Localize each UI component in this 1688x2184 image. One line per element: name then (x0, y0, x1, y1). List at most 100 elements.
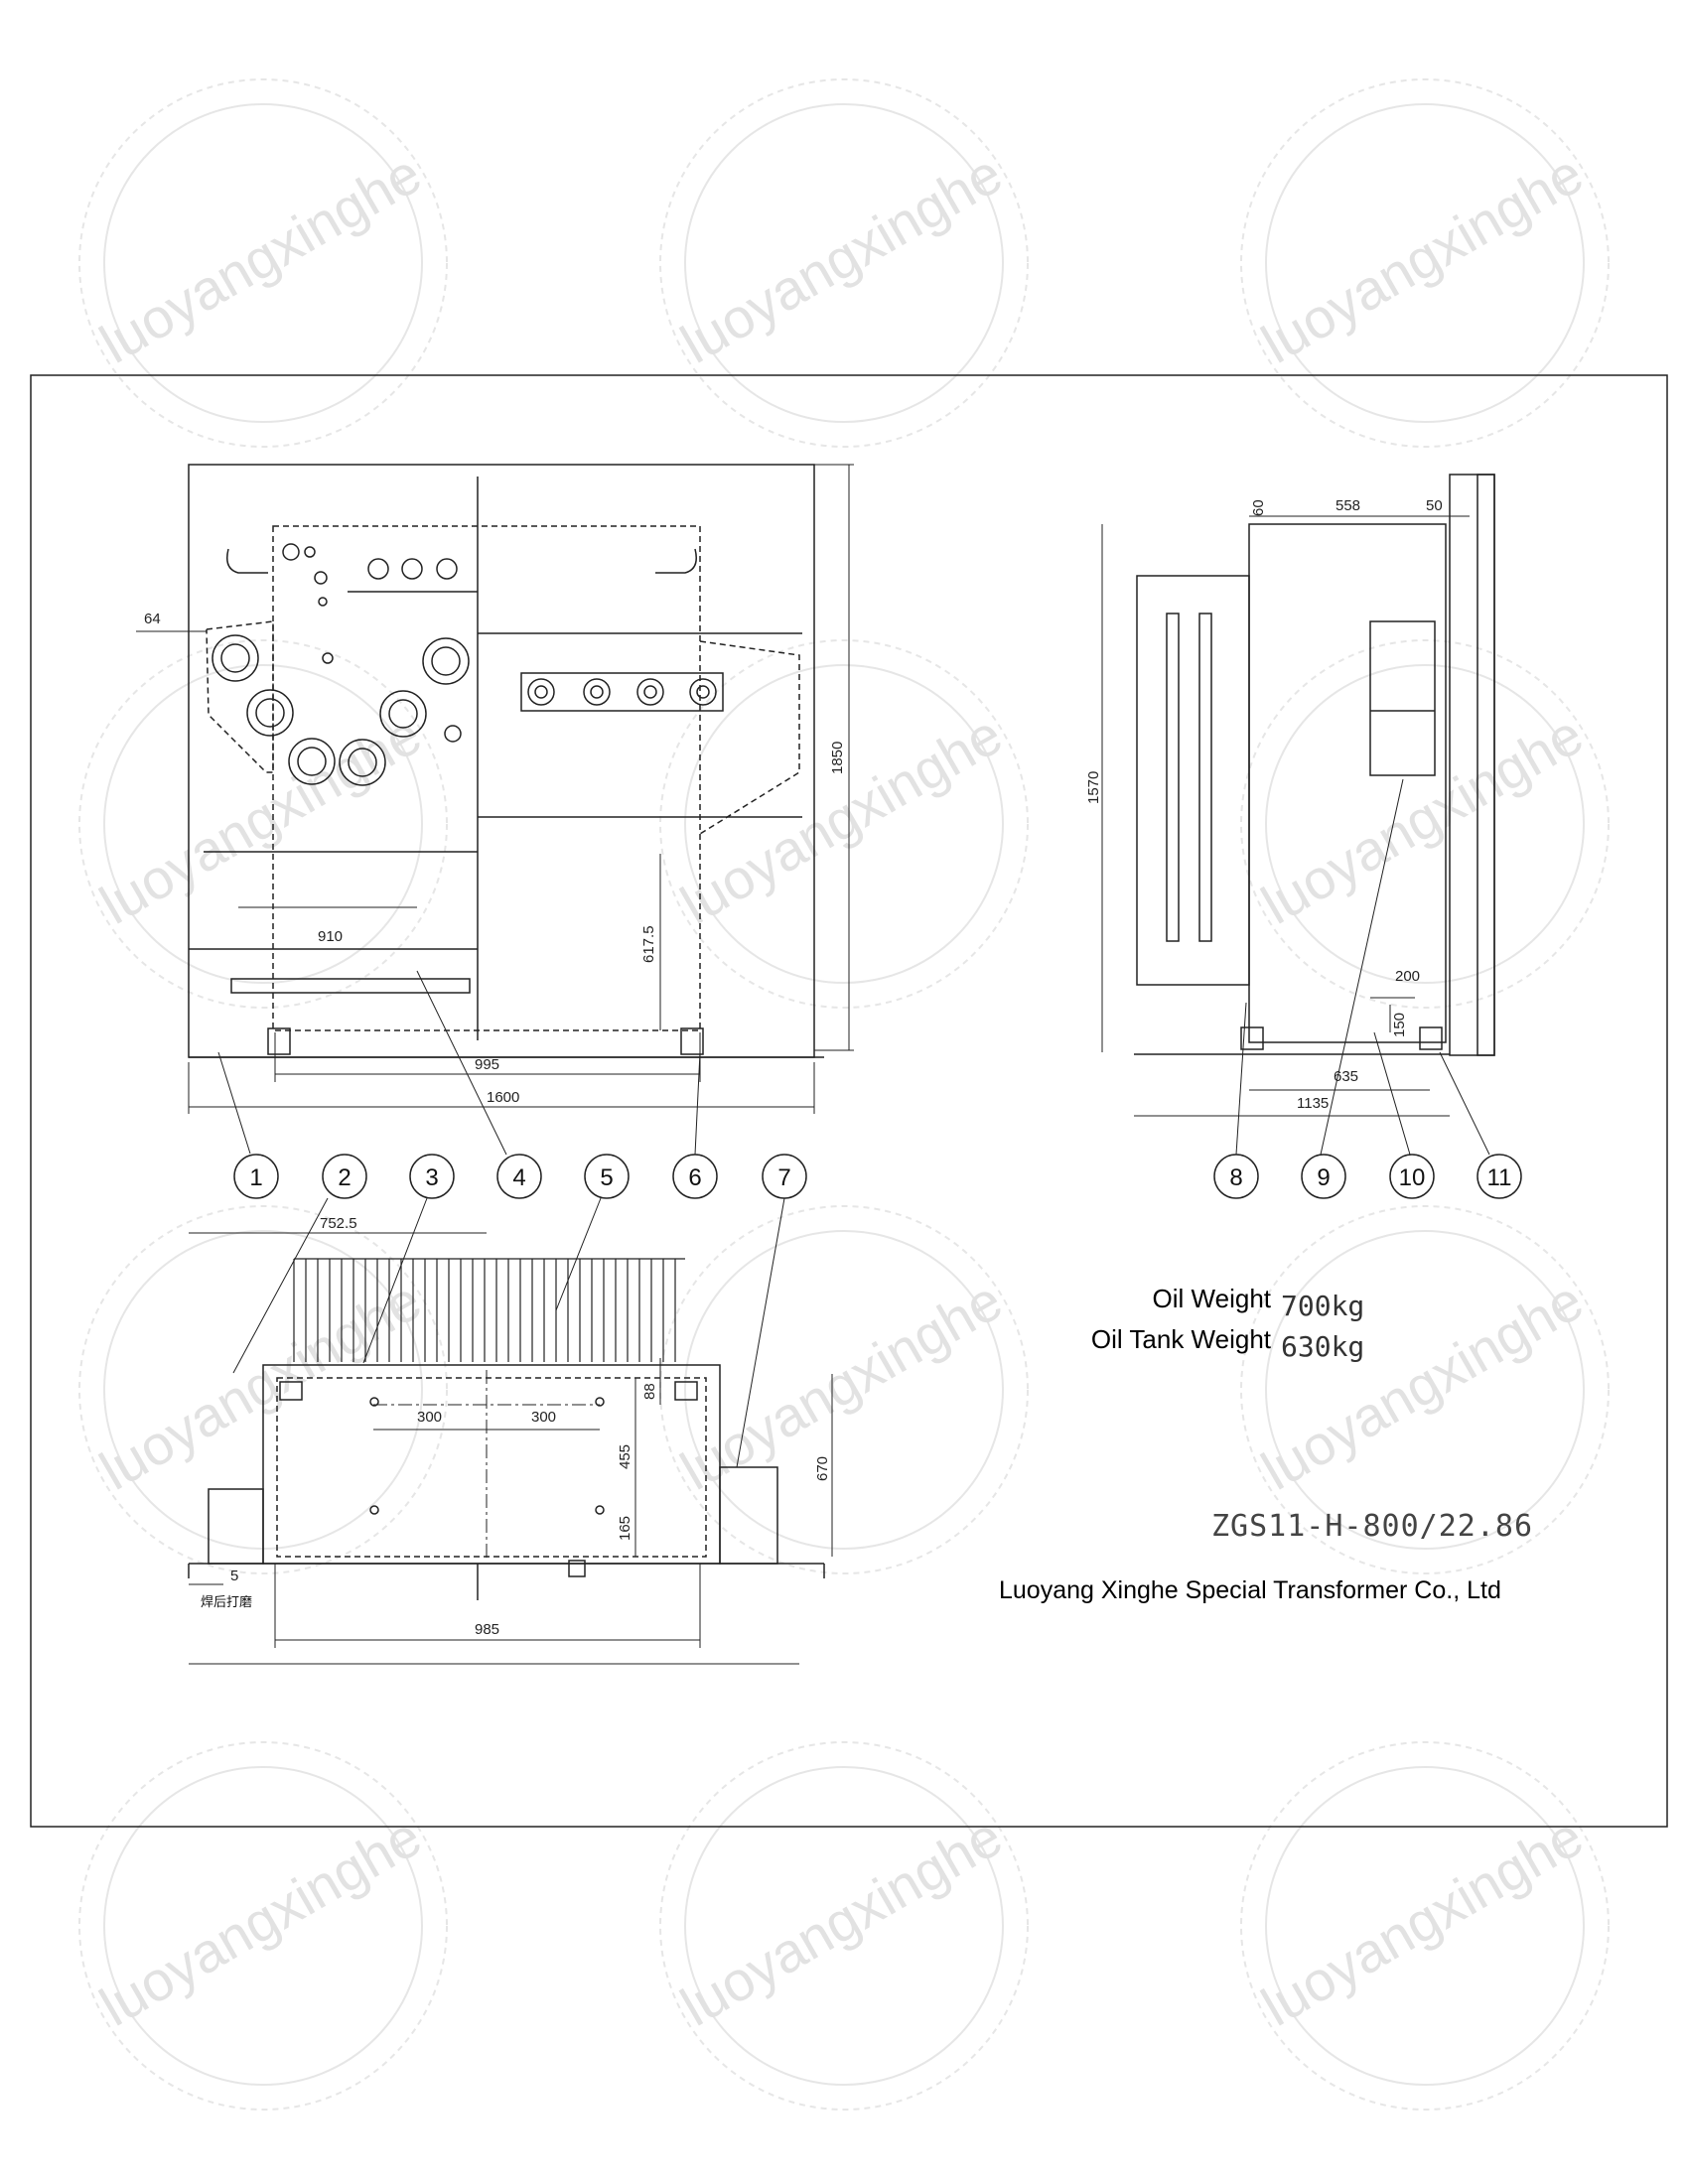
balloon-10: 10 (1389, 1154, 1435, 1199)
company-name: Luoyang Xinghe Special Transformer Co., … (999, 1576, 1501, 1604)
dim-670: 670 (814, 1456, 831, 1481)
side-tank-outline (1248, 523, 1447, 1043)
dim-752-5: 752.5 (320, 1215, 357, 1232)
bottom-rail (230, 978, 471, 994)
weld-note: 焊后打磨 (201, 1594, 252, 1610)
top-radiator-fins (293, 1258, 685, 1362)
oil-weight-label: Oil Weight (1153, 1284, 1272, 1313)
dim-1600: 1600 (487, 1089, 519, 1106)
svg-text:10: 10 (1399, 1164, 1426, 1191)
dim-64: 64 (144, 611, 161, 627)
lv-terminal (636, 678, 664, 706)
svg-text:4: 4 (512, 1164, 525, 1191)
tank-weight-value: 630kg (1281, 1330, 1364, 1363)
watermark-seal: luoyangxinghe (1240, 78, 1610, 448)
dim-300-left: 300 (417, 1409, 442, 1426)
dim-200: 200 (1395, 968, 1420, 985)
side-radiator (1136, 575, 1250, 986)
svg-text:8: 8 (1229, 1164, 1242, 1191)
watermark-seal: luoyangxinghe (659, 1741, 1029, 2111)
lv-bushing (436, 558, 458, 580)
watermark-text: luoyangxinghe (89, 1805, 431, 2038)
watermark-text: luoyangxinghe (670, 1805, 1012, 2038)
watermark-seal: luoyangxinghe (78, 639, 448, 1009)
dim-50: 50 (1426, 497, 1443, 514)
svg-text:7: 7 (777, 1164, 790, 1191)
dim-617-5: 617.5 (640, 925, 657, 963)
watermark-text: luoyangxinghe (1251, 1805, 1593, 2038)
top-view (188, 1232, 833, 1665)
dim-1850: 1850 (829, 742, 846, 774)
lv-terminal (583, 678, 611, 706)
hv-bushing (379, 690, 427, 738)
hv-bushing (211, 634, 259, 682)
watermark-text: luoyangxinghe (670, 142, 1012, 375)
dim-455: 455 (617, 1444, 633, 1469)
watermark-text: luoyangxinghe (1251, 703, 1593, 936)
watermark-text: luoyangxinghe (1251, 142, 1593, 375)
dim-995: 995 (475, 1056, 499, 1073)
svg-text:1: 1 (249, 1164, 262, 1191)
part-balloons: 1 2 3 4 5 6 7 8 9 10 11 (233, 1154, 1522, 1199)
dim-635: 635 (1334, 1068, 1358, 1085)
svg-text:9: 9 (1317, 1164, 1330, 1191)
dim-60: 60 (1250, 499, 1267, 516)
balloon-3: 3 (409, 1154, 455, 1199)
drawing-frame (30, 374, 1668, 1828)
watermark-text: luoyangxinghe (89, 1269, 431, 1502)
inner-tank-dashed (272, 525, 701, 1031)
dim-910: 910 (318, 928, 343, 945)
svg-text:3: 3 (425, 1164, 438, 1191)
balloon-2: 2 (322, 1154, 367, 1199)
hv-bushing (246, 689, 294, 737)
model-number: ZGS11-H-800/22.86 (1211, 1509, 1533, 1544)
balloon-11: 11 (1477, 1154, 1522, 1199)
dim-300-right: 300 (531, 1409, 556, 1426)
lv-terminal (527, 678, 555, 706)
watermark-seal: luoyangxinghe (1240, 1741, 1610, 2111)
watermark-seal: luoyangxinghe (1240, 639, 1610, 1009)
hv-bushing (339, 739, 386, 786)
svg-text:2: 2 (338, 1164, 351, 1191)
oil-weight-value: 700kg (1281, 1290, 1364, 1322)
balloon-5: 5 (584, 1154, 630, 1199)
top-view-dimensions: 752.5 300 300 88 670 455 165 5 焊后打磨 985 (201, 1215, 831, 1638)
svg-text:11: 11 (1487, 1164, 1512, 1191)
tank-weight-label: Oil Tank Weight (1091, 1324, 1272, 1354)
watermark-text: luoyangxinghe (89, 142, 431, 375)
dim-1135: 1135 (1297, 1095, 1329, 1112)
dim-88: 88 (641, 1383, 658, 1400)
side-view-dimensions: 60 558 50 1570 200 150 635 1135 (1085, 497, 1443, 1112)
dim-558: 558 (1336, 497, 1360, 514)
lv-terminal-bar (520, 672, 724, 712)
watermark-seal: luoyangxinghe (659, 1205, 1029, 1574)
dim-5: 5 (230, 1568, 238, 1584)
hv-bushing (288, 738, 336, 785)
dim-150: 150 (1391, 1013, 1408, 1037)
info-block: Oil Weight 700kg Oil Tank Weight 630kg Z… (999, 1284, 1533, 1604)
leader-lines (217, 778, 1490, 1468)
watermark-seal: luoyangxinghe (78, 78, 448, 448)
front-view (136, 464, 854, 1114)
lv-bushing (401, 558, 423, 580)
watermark-seal: luoyangxinghe (78, 1741, 448, 2111)
balloon-9: 9 (1301, 1154, 1346, 1199)
dim-165: 165 (617, 1516, 633, 1541)
watermark-text: luoyangxinghe (670, 703, 1012, 936)
lv-terminal (689, 678, 717, 706)
watermark-layer: luoyangxinghe luoyangxinghe luoyangxingh… (78, 78, 1610, 2111)
svg-text:5: 5 (600, 1164, 613, 1191)
watermark-seal: luoyangxinghe (659, 78, 1029, 448)
hv-bushing (422, 637, 470, 685)
front-view-dimensions: 64 1850 910 617.5 995 1600 (144, 611, 846, 1106)
dim-1570: 1570 (1085, 771, 1102, 804)
balloon-1: 1 (233, 1154, 279, 1199)
lv-bushing (367, 558, 389, 580)
balloon-8: 8 (1213, 1154, 1259, 1199)
svg-text:6: 6 (688, 1164, 701, 1191)
side-view (1101, 474, 1495, 1117)
top-inner-dashed (276, 1377, 707, 1558)
balloon-6: 6 (672, 1154, 718, 1199)
watermark-text: luoyangxinghe (89, 703, 431, 936)
